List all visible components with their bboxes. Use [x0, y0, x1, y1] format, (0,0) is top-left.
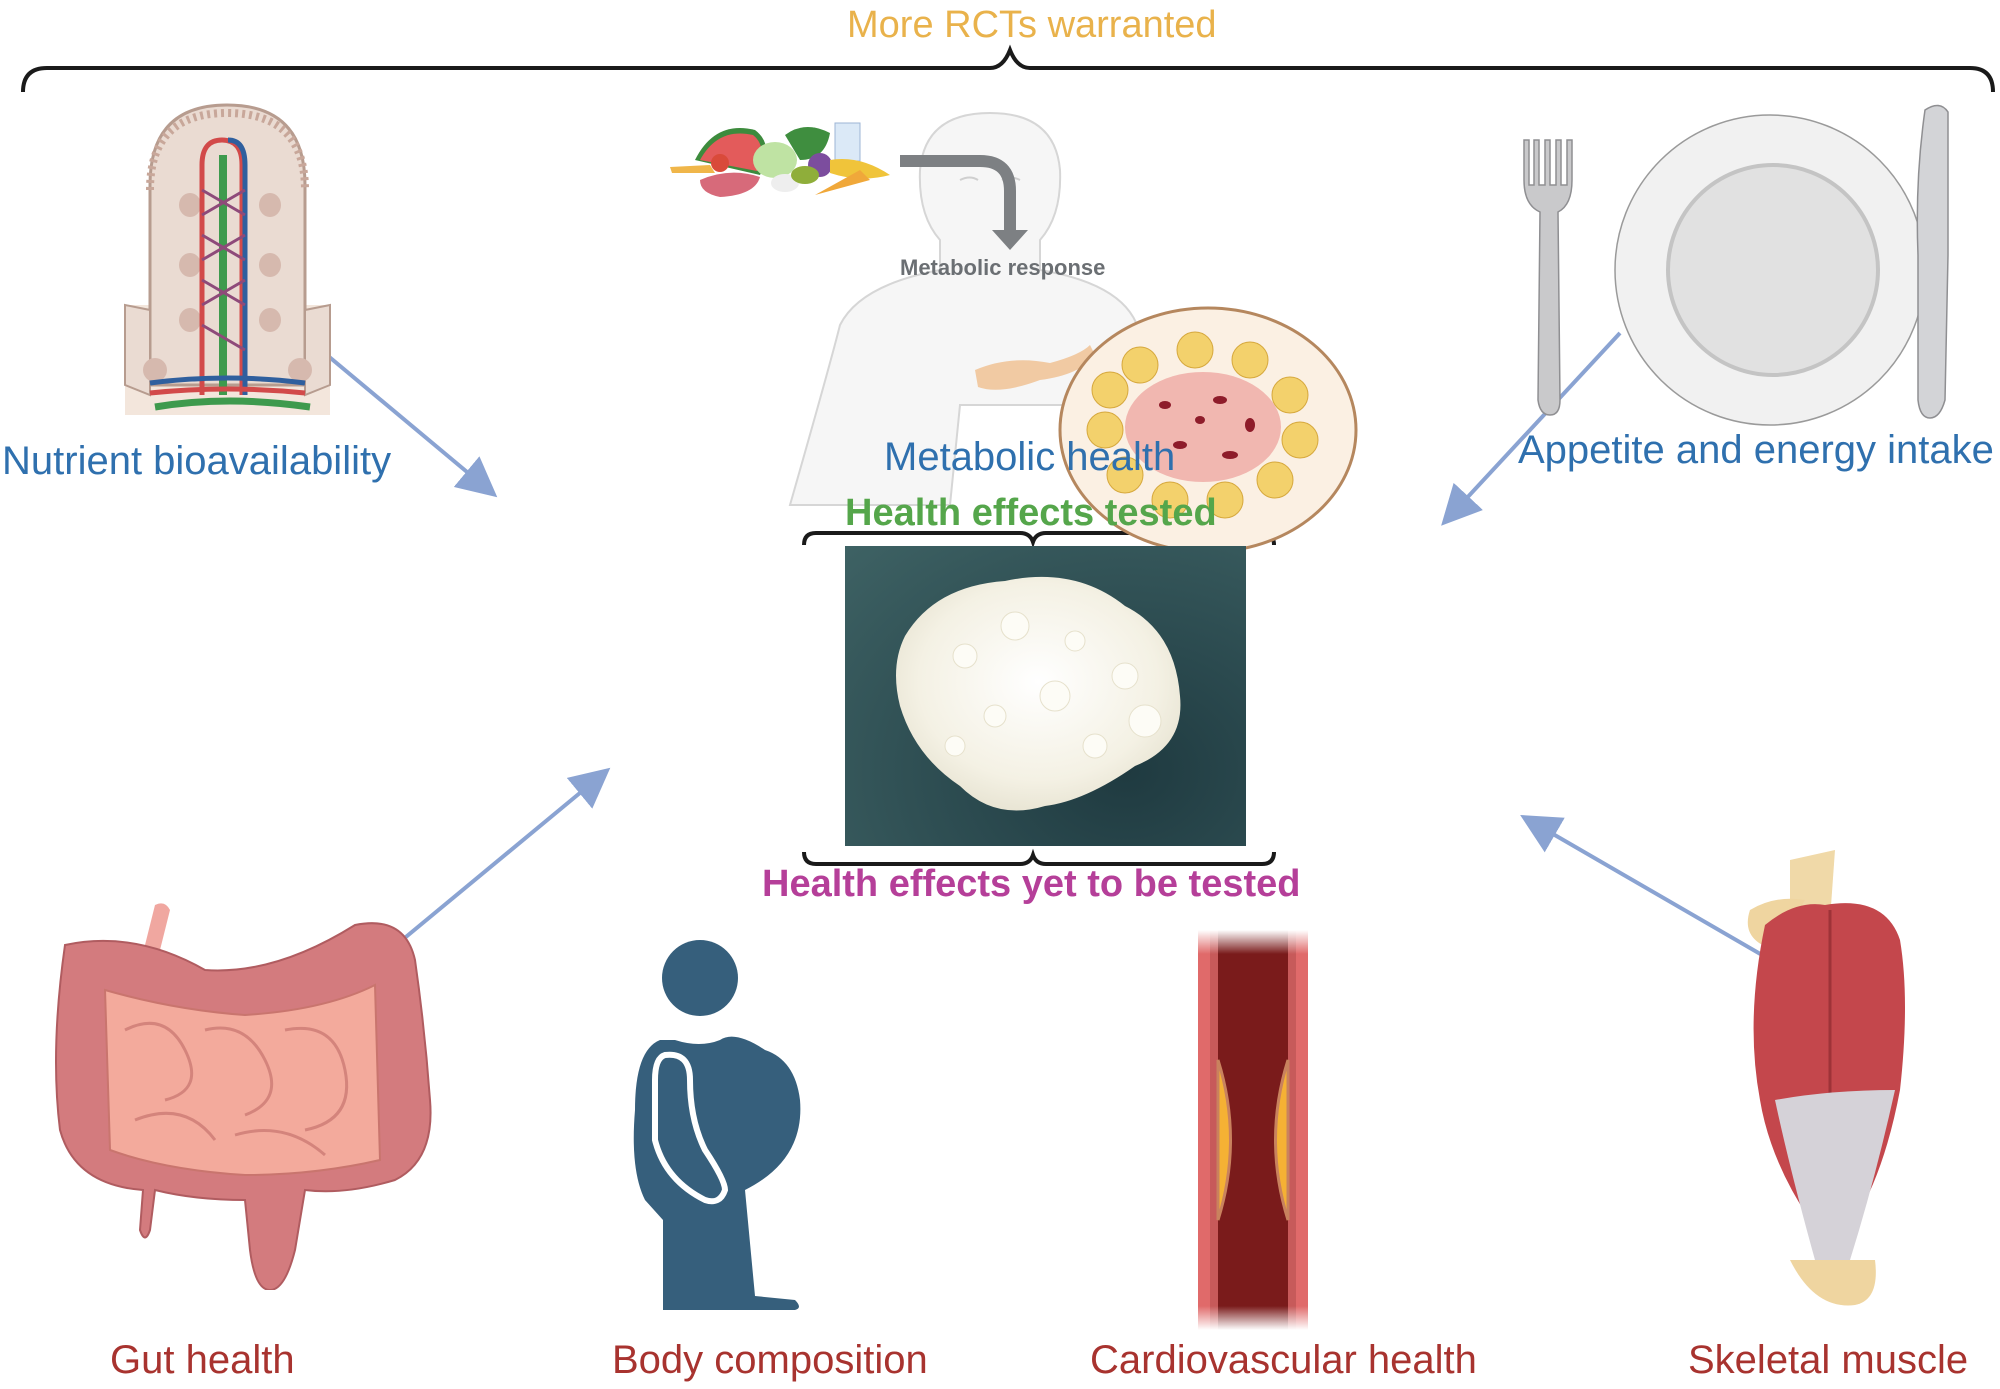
intestinal-villus-icon: [124, 103, 331, 415]
arrow-gut: [370, 767, 611, 967]
top-bracket: [21, 44, 1995, 93]
metabolic-response-text: Metabolic response: [900, 255, 1105, 280]
untested-bracket: [802, 848, 1276, 866]
label-nutrient-bioavailability: Nutrient bioavailability: [2, 439, 392, 483]
arrow-muscle: [1520, 814, 1790, 972]
label-metabolic-health: Metabolic health: [884, 435, 1176, 479]
label-gut-health: Gut health: [110, 1338, 295, 1382]
heading-health-effects-yet-to-be-tested: Health effects yet to be tested: [762, 863, 1301, 905]
metabolic-response-icon: Metabolic response: [670, 111, 1358, 554]
intestines-icon: [55, 903, 432, 1290]
body-silhouette-icon: [633, 940, 801, 1310]
calf-muscle-icon: [1747, 850, 1905, 1306]
cottage-cheese-photo: [845, 546, 1246, 846]
plate-cutlery-icon: [1523, 104, 1949, 426]
heading-health-effects-tested: Health effects tested: [845, 492, 1217, 534]
label-appetite-energy-intake: Appetite and energy intake: [1518, 428, 1994, 472]
label-cardiovascular-health: Cardiovascular health: [1090, 1338, 1477, 1382]
label-skeletal-muscle: Skeletal muscle: [1688, 1338, 1969, 1382]
label-body-composition: Body composition: [612, 1338, 928, 1382]
arrow-appetite: [1441, 331, 1622, 526]
artery-plaque-icon: [1198, 930, 1308, 1330]
diagram-title: More RCTs warranted: [847, 4, 1217, 46]
